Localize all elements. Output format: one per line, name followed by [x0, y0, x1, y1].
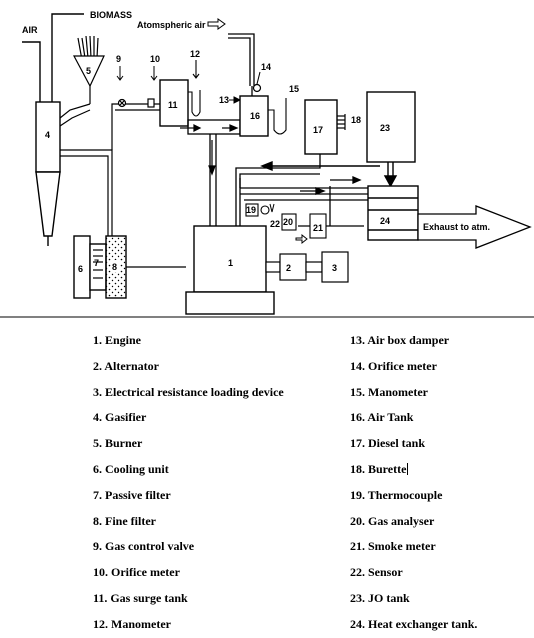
air-inlet-line [22, 41, 41, 102]
engine-setup-diagram: AIR BIOMASS 5 4 6 7 [0, 10, 534, 318]
legend-item: 7. Passive filter [93, 487, 171, 502]
legend-item: 23. JO tank [350, 590, 410, 605]
heat-exchanger-tank [367, 185, 419, 241]
legend-left-column: 1. Engine 2. Alternator 3. Electrical re… [93, 328, 284, 638]
atm-air-arrow [207, 18, 226, 30]
component-number: 12 [190, 49, 200, 59]
component-number: 20 [283, 217, 293, 227]
legend-right-column: 13. Air box damper 14. Orifice meter 15.… [350, 328, 477, 638]
intake-manifold [187, 119, 241, 226]
burette [337, 114, 346, 130]
manometer-15 [268, 98, 287, 135]
legend-item: 4. Gasifier [93, 410, 147, 425]
gasifier [35, 101, 61, 246]
passive-filter [93, 249, 103, 279]
legend-item: 13. Air box damper [350, 333, 450, 347]
sensor [269, 203, 275, 213]
burner [73, 35, 105, 104]
legend-item: 9. Gas control valve [93, 539, 195, 554]
legend-item: 15. Manometer [350, 384, 428, 399]
jo-flow-arrows [260, 160, 398, 188]
legend-item: 11. Gas surge tank [93, 590, 188, 605]
biomass-label: BIOMASS [90, 10, 132, 20]
flow-arrows [180, 124, 239, 176]
legend-item: 14. Orifice meter [350, 358, 437, 373]
legend-item: 8. Fine filter [93, 513, 156, 528]
legend-item: 16. Air Tank [350, 410, 414, 425]
component-number: 6 [78, 264, 83, 274]
exhaust-lines [239, 178, 368, 227]
legend-item: 5. Burner [93, 436, 143, 451]
legend-item: 1. Engine [93, 333, 142, 347]
component-number: 18 [351, 115, 361, 125]
component-number: 19 [246, 205, 256, 215]
atmospheric-air-label: Atomspheric air [137, 20, 206, 30]
gasifier-pipes [59, 103, 160, 236]
exhaust-flow-arrows [300, 176, 362, 195]
legend-item-text: 18. Burette [350, 461, 407, 476]
component-number: 13 [219, 95, 229, 105]
engine [185, 225, 275, 315]
exhaust-arrow [417, 205, 532, 249]
sensor-circle [260, 205, 270, 215]
component-number: 5 [86, 66, 91, 76]
legend-item: 10. Orifice meter [93, 565, 180, 580]
orifice-meter-14 [252, 83, 262, 93]
air-tank [239, 95, 269, 137]
air-box-damper-arrow [229, 96, 242, 104]
legend-item: 18. Burette [350, 457, 477, 483]
legend-item: 3. Electrical resistance loading device [93, 384, 284, 399]
component-number: 4 [45, 130, 50, 140]
legend-item: 20. Gas analyser [350, 513, 435, 528]
smoke-meter [309, 213, 327, 239]
exhaust-label: Exhaust to atm. [423, 222, 490, 232]
legend-item: 6. Cooling unit [93, 461, 169, 476]
component-number: 10 [150, 54, 160, 64]
component-number: 24 [380, 216, 390, 226]
valve-arrows [116, 66, 158, 81]
gas-control-valve [117, 98, 155, 108]
gas-surge-tank [159, 79, 189, 127]
component-number: 15 [289, 84, 299, 94]
component-number: 21 [313, 223, 323, 233]
component-number: 17 [313, 125, 323, 135]
component-number: 23 [380, 123, 390, 133]
legend-item: 2. Alternator [93, 358, 159, 373]
component-number: 16 [250, 111, 260, 121]
manometer-12 [188, 60, 201, 117]
component-number: 9 [116, 54, 121, 64]
legend: 1. Engine 2. Alternator 3. Electrical re… [0, 328, 534, 633]
diesel-tank [304, 99, 338, 155]
legend-item: 21. Smoke meter [350, 539, 436, 554]
legend-item: 24. Heat exchanger tank. [350, 616, 478, 631]
component-number: 11 [168, 100, 178, 110]
component-number: 14 [261, 62, 271, 72]
component-number: 22 [270, 219, 280, 229]
jo-tank [366, 91, 416, 163]
legend-item: 19. Thermocouple [350, 487, 443, 502]
component-number: 7 [94, 258, 99, 268]
air-label: AIR [22, 25, 38, 35]
air-inlet-pipe [228, 33, 255, 96]
text-cursor [407, 462, 409, 475]
legend-item: 17. Diesel tank [350, 436, 425, 451]
shaft [265, 251, 349, 283]
component-number: 2 [286, 263, 291, 273]
legend-item: 12. Manometer [93, 616, 171, 631]
component-number: 8 [112, 262, 117, 272]
thermocouple [245, 203, 259, 217]
biomass-line [51, 13, 84, 102]
component-number: 3 [332, 263, 337, 273]
analyser-arrow [295, 233, 308, 245]
gas-analyser [281, 213, 297, 231]
legend-item: 22. Sensor [350, 565, 403, 580]
leader-line [256, 71, 261, 85]
component-number: 1 [228, 258, 233, 268]
diesel-line [235, 154, 321, 226]
